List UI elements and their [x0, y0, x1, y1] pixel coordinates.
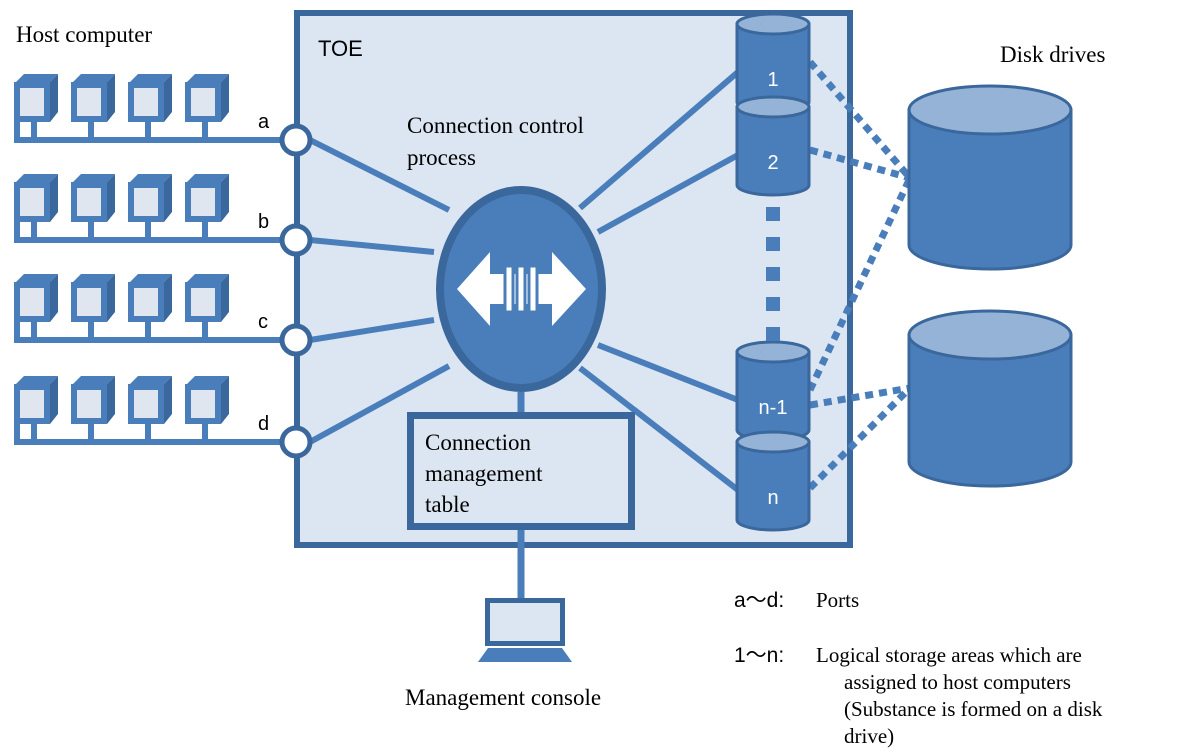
legend-areas-desc-2: assigned to host computers: [844, 670, 1071, 694]
storage-area-n-1: n-1: [735, 340, 811, 442]
host-row: [14, 274, 290, 343]
host-row: [14, 174, 290, 243]
port-label-d: d: [258, 413, 269, 435]
storage-link: [578, 69, 740, 211]
storage-label: 1: [767, 69, 778, 91]
computer-icon: [71, 274, 115, 340]
ports: a b c d: [258, 111, 313, 459]
table-label-2: management: [425, 461, 543, 486]
storage-areas: 1 2 n-1 n: [735, 12, 811, 532]
legend-ports-desc: Ports: [816, 588, 859, 612]
computer-icon: [185, 174, 229, 240]
dotted-link: [806, 176, 914, 392]
connection-lines: [308, 69, 740, 493]
dotted-link: [809, 146, 911, 182]
storage-ellipsis: [766, 207, 780, 341]
computer-icon: [71, 376, 115, 442]
computer-icon: [185, 376, 229, 442]
host-row: [14, 376, 290, 445]
dotted-link: [807, 385, 913, 491]
port-link: [308, 363, 451, 445]
storage-area-2: 2: [735, 95, 811, 197]
host-computers: [14, 74, 290, 445]
computer-icon: [128, 376, 172, 442]
port-a: a: [258, 111, 313, 157]
port-c: c: [258, 311, 313, 357]
host-row: [14, 74, 290, 143]
storage-link: [596, 152, 740, 235]
port-link: [308, 137, 451, 213]
computer-icon: [14, 174, 58, 240]
disk-drives: [907, 84, 1073, 488]
management-console-label: Management console: [405, 685, 601, 710]
port-d: d: [258, 413, 313, 459]
computer-icon: [128, 74, 172, 140]
dotted-link: [807, 59, 913, 181]
connection-control-label-2: process: [407, 145, 476, 170]
computer-icon: [71, 174, 115, 240]
disk-drive-1: [907, 84, 1073, 271]
storage-link: [578, 365, 740, 493]
disk-drives-label: Disk drives: [1000, 42, 1105, 67]
port-label-c: c: [258, 311, 268, 333]
bidirectional-arrow-icon: [457, 252, 586, 326]
legend-areas-desc-3: (Substance is formed on a disk: [844, 697, 1103, 721]
computer-icon: [14, 74, 58, 140]
connection-control-label-1: Connection control: [407, 113, 584, 138]
port-b: b: [258, 211, 313, 257]
storage-area-1: 1: [735, 12, 811, 114]
disk-drive-2: [907, 309, 1073, 488]
table-label-3: table: [425, 492, 470, 517]
storage-label: n: [767, 487, 778, 509]
storage-label: n-1: [759, 397, 788, 419]
dotted-link: [809, 384, 911, 409]
legend-areas-key: 1〜n:: [734, 644, 784, 667]
legend: a〜d: Ports 1〜n: Logical storage areas wh…: [734, 588, 1103, 748]
port-link: [309, 317, 435, 343]
connection-management-table: Connection management table: [407, 412, 635, 530]
port-link: [309, 237, 435, 255]
storage-link: [596, 342, 740, 403]
host-computer-label: Host computer: [16, 22, 152, 47]
storage-label: 2: [767, 152, 778, 174]
computer-icon: [128, 174, 172, 240]
computer-icon: [185, 74, 229, 140]
computer-icon: [185, 274, 229, 340]
port-label-b: b: [258, 211, 269, 233]
legend-areas-desc-4: drive): [844, 724, 894, 748]
computer-icon: [14, 274, 58, 340]
computer-icon: [71, 74, 115, 140]
computer-icon: [128, 274, 172, 340]
computer-icon: [14, 376, 58, 442]
legend-ports-key: a〜d:: [734, 589, 784, 612]
storage-to-disk-links: [806, 59, 914, 491]
toe-label: TOE: [318, 36, 363, 61]
laptop-icon: [478, 598, 572, 662]
legend-areas-desc-1: Logical storage areas which are: [816, 643, 1082, 667]
storage-area-n: n: [735, 430, 811, 532]
port-label-a: a: [258, 111, 270, 133]
table-label-1: Connection: [425, 430, 532, 455]
connection-control-process: [436, 186, 606, 392]
